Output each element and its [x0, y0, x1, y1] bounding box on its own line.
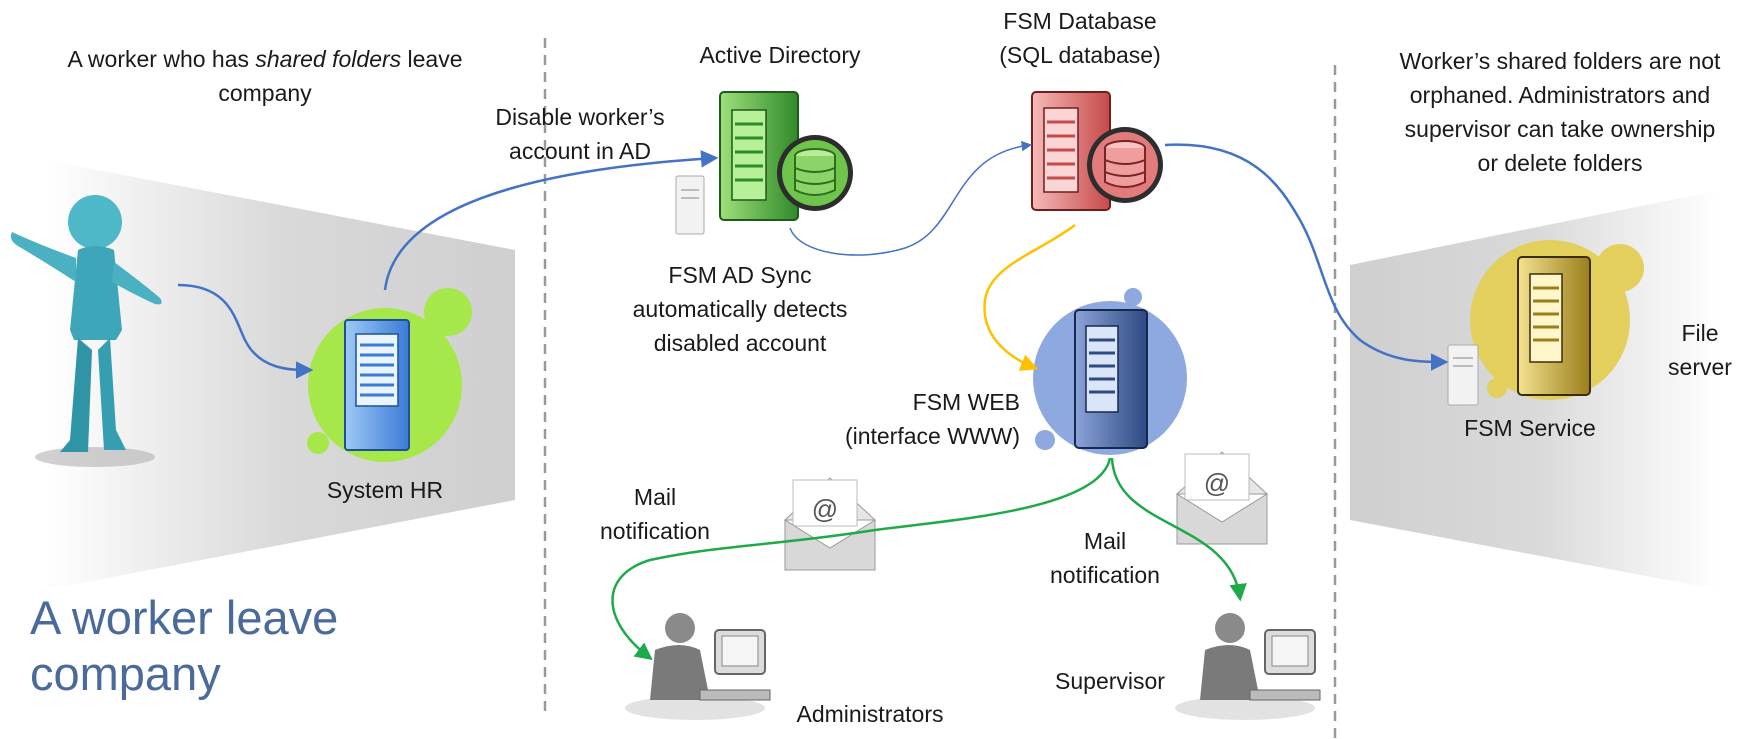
active-directory-database-icon	[777, 135, 853, 211]
fsm-ad-sync-line-3: disabled account	[653, 330, 827, 356]
administrators-user-icon	[625, 613, 771, 720]
envelope-icon-supervisor: @	[1175, 451, 1269, 545]
person-figure-icon	[10, 195, 162, 467]
supervisor-user-icon	[1175, 613, 1321, 720]
envelope-icon-admin: @	[783, 477, 877, 571]
arrow-db-to-web	[983, 224, 1076, 371]
system-hr-server-icon	[307, 288, 472, 462]
file-server-line-2: server	[1668, 354, 1732, 380]
fsm-ad-sync-line-2: automatically detects	[632, 296, 848, 322]
outcome-line-4: or delete folders	[1477, 150, 1643, 176]
system-hr-label: System HR	[326, 477, 444, 503]
intro-emph: shared folders	[255, 46, 402, 72]
svg-text:@: @	[812, 494, 838, 524]
fsm-web-label: FSM WEB (interface WWW)	[790, 385, 1020, 453]
page-title: A worker leave company	[30, 590, 338, 702]
mail-super-line-2: notification	[1050, 562, 1160, 588]
fsm-service-label: FSM Service	[1464, 415, 1596, 441]
outcome-line-3: supervisor can take ownership	[1404, 116, 1716, 142]
arrow-adsync-to-db	[789, 140, 1033, 256]
fsm-web-line-2: (interface WWW)	[844, 423, 1020, 449]
mail-admin-line-1: Mail	[633, 484, 677, 510]
file-server-icon	[1470, 240, 1644, 400]
fsm-service-icon	[1447, 344, 1479, 406]
fsm-database-line-1: FSM Database	[1003, 8, 1157, 34]
page-title-line-2: company	[30, 647, 221, 700]
arrow-web-to-administrators	[611, 457, 1112, 661]
active-directory-server-icon	[675, 91, 799, 235]
disable-line-2: account in AD	[509, 138, 651, 164]
supervisor-label: Supervisor	[1055, 668, 1165, 694]
administrators-label: Administrators	[796, 701, 944, 727]
intro-post: leave	[401, 46, 463, 72]
mail-admin-line-2: notification	[600, 518, 710, 544]
arrow-hr-to-ad	[383, 150, 719, 291]
disable-account-label: Disable worker’s account in AD	[460, 100, 700, 168]
fsm-web-server-icon	[1033, 288, 1187, 455]
intro-text: A worker who has shared folders leave co…	[25, 42, 505, 110]
disable-line-1: Disable worker’s	[495, 104, 665, 130]
mail-super-line-1: Mail	[1083, 528, 1127, 554]
fsm-database-label: FSM Database (SQL database)	[960, 4, 1200, 72]
fsm-database-line-2: (SQL database)	[999, 42, 1161, 68]
outcome-line-1: Worker’s shared folders are not	[1399, 48, 1721, 74]
outcome-text: Worker’s shared folders are not orphaned…	[1370, 44, 1750, 180]
page-title-line-1: A worker leave	[30, 591, 339, 644]
fsm-ad-sync-line-1: FSM AD Sync	[668, 262, 812, 288]
fsm-web-line-1: FSM WEB	[912, 389, 1020, 415]
mail-notification-supervisor-label: Mail notification	[1020, 524, 1190, 592]
fsm-ad-sync-label: FSM AD Sync automatically detects disabl…	[620, 258, 860, 360]
file-server-line-1: File	[1681, 320, 1719, 346]
intro-line-2: company	[218, 80, 312, 106]
intro-pre: A worker who has	[67, 46, 256, 72]
outcome-line-2: orphaned. Administrators and	[1409, 82, 1711, 108]
active-directory-label: Active Directory	[699, 42, 861, 68]
mail-notification-admin-label: Mail notification	[570, 480, 740, 548]
arrow-web-to-supervisor	[1110, 457, 1247, 602]
left-panel-backdrop	[45, 160, 515, 590]
arrow-worker-to-hr	[177, 283, 314, 379]
arrow-db-to-service	[1164, 143, 1449, 371]
svg-text:@: @	[1204, 468, 1230, 498]
fsm-database-cylinder-icon	[1087, 127, 1163, 203]
file-server-label: File server	[1650, 316, 1750, 384]
intro-line-1: A worker who has shared folders leave	[25, 42, 505, 76]
